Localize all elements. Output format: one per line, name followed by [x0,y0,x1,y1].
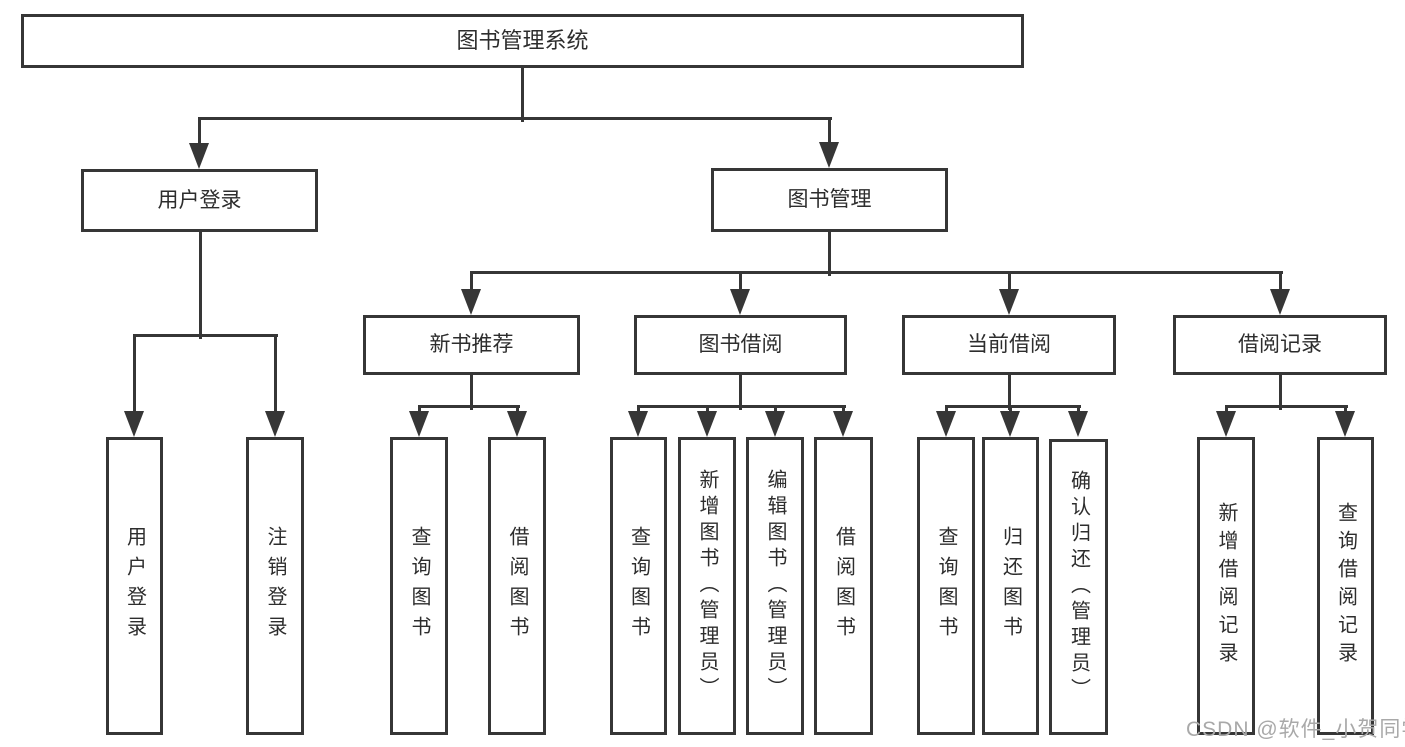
node-leaf-return-books: 归还图书 [982,437,1039,735]
arrowhead-down-icon [1216,411,1236,437]
arrowhead-down-icon [461,289,481,315]
connector-line [521,67,524,122]
node-new-book-recommend: 新书推荐 [363,315,580,375]
connector-line [470,271,473,296]
connector-line [1008,271,1011,296]
arrowhead-down-icon [265,411,285,437]
connector-line [1225,405,1348,408]
connector-line [133,334,278,337]
node-borrowing-records: 借阅记录 [1173,315,1387,375]
arrowhead-down-icon [1335,411,1355,437]
arrowhead-down-icon [1000,411,1020,437]
arrowhead-down-icon [124,411,144,437]
arrowhead-down-icon [409,411,429,437]
arrowhead-down-icon [833,411,853,437]
connector-line [198,117,832,120]
node-leaf-add-borrow-record: 新增借阅记录 [1197,437,1255,735]
connector-line [470,374,473,410]
arrowhead-down-icon [697,411,717,437]
connector-line [739,271,742,296]
node-leaf-borrow-books-1: 借阅图书 [488,437,546,735]
connector-line [828,231,831,276]
connector-line [274,334,277,419]
connector-line [198,117,201,152]
node-leaf-edit-books-admin: 编辑图书（管理员） [746,437,804,735]
connector-line [470,271,1283,274]
node-leaf-query-books-3: 查询图书 [917,437,975,735]
node-user-login: 用户登录 [81,169,318,232]
arrowhead-down-icon [819,142,839,168]
node-current-borrowing: 当前借阅 [902,315,1116,375]
node-leaf-confirm-return-admin: 确认归还（管理员） [1049,439,1108,735]
arrowhead-down-icon [999,289,1019,315]
arrowhead-down-icon [765,411,785,437]
node-book-borrowing: 图书借阅 [634,315,847,375]
connector-line [1279,271,1282,296]
connector-line [1279,374,1282,410]
node-library-management-system: 图书管理系统 [21,14,1024,68]
connector-line [1008,374,1011,410]
node-book-management: 图书管理 [711,168,948,232]
node-leaf-logout: 注销登录 [246,437,304,735]
connector-line [739,374,742,410]
arrowhead-down-icon [189,143,209,169]
connector-line [199,231,202,339]
node-leaf-borrow-books-2: 借阅图书 [814,437,873,735]
arrowhead-down-icon [1068,411,1088,437]
connector-line [945,405,1081,408]
connector-line [133,334,136,419]
node-leaf-query-books-2: 查询图书 [610,437,667,735]
arrowhead-down-icon [507,411,527,437]
arrowhead-down-icon [936,411,956,437]
connector-line [637,405,846,408]
node-leaf-query-books-1: 查询图书 [390,437,448,735]
connector-line [418,405,520,408]
connector-line [828,117,831,152]
arrowhead-down-icon [628,411,648,437]
node-leaf-query-borrow-record: 查询借阅记录 [1317,437,1374,735]
node-leaf-add-books-admin: 新增图书（管理员） [678,437,736,735]
arrowhead-down-icon [1270,289,1290,315]
csdn-watermark: CSDN @软件_小贺同学 [1186,718,1405,741]
arrowhead-down-icon [730,289,750,315]
node-leaf-user-login: 用户登录 [106,437,163,735]
